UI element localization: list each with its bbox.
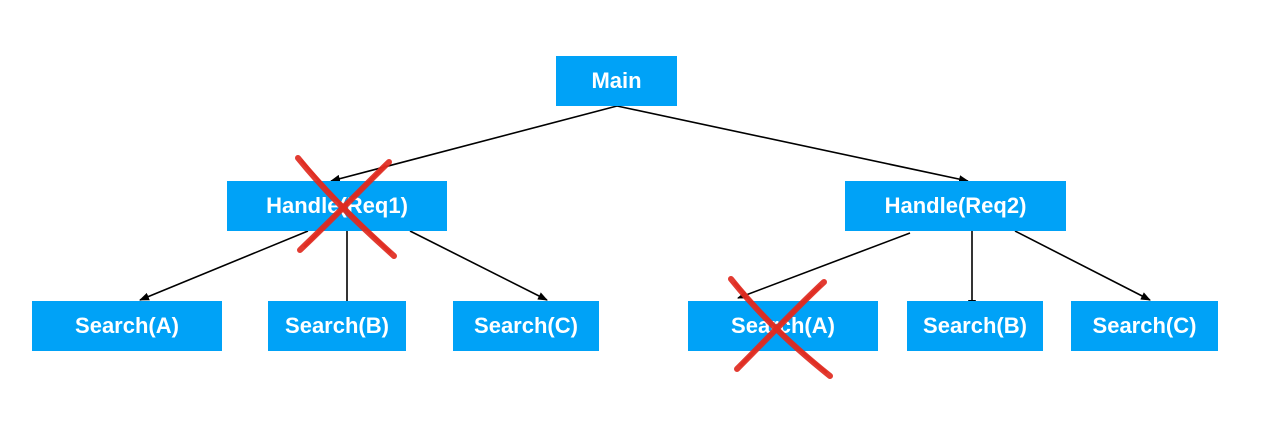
- node-req1-search-b: Search(B): [268, 301, 406, 351]
- node-req1-search-b-label: Search(B): [285, 313, 389, 338]
- edge-handle-req2-to-search-c: [1014, 230, 1151, 301]
- node-req1-search-c: Search(C): [453, 301, 599, 351]
- node-main-label: Main: [591, 68, 642, 93]
- node-handle-req2-label: Handle(Req2): [884, 193, 1027, 218]
- node-main: Main: [556, 56, 677, 106]
- node-req1-search-c-label: Search(C): [474, 313, 578, 338]
- node-handle-req1-label: Handle(Req1): [266, 193, 408, 218]
- node-req2-search-a: Search(A): [688, 301, 878, 351]
- node-handle-req1: Handle(Req1): [227, 181, 447, 231]
- edge-handle-req1-to-search-c: [409, 230, 548, 301]
- node-req1-search-a-label: Search(A): [75, 313, 179, 338]
- edge-handle-req1-to-search-a: [139, 230, 309, 301]
- edge-main-to-handle-req2: [616, 105, 969, 184]
- edge-main-to-handle-req1: [330, 105, 618, 183]
- node-req2-search-c: Search(C): [1071, 301, 1218, 351]
- node-req2-search-b: Search(B): [907, 301, 1043, 351]
- node-req1-search-a: Search(A): [32, 301, 222, 351]
- node-handle-req2: Handle(Req2): [845, 181, 1066, 231]
- node-req2-search-c-label: Search(C): [1092, 313, 1197, 338]
- node-req2-search-a-label: Search(A): [731, 313, 835, 338]
- node-req2-search-b-label: Search(B): [923, 313, 1027, 338]
- edge-handle-req2-to-search-a: [737, 232, 911, 299]
